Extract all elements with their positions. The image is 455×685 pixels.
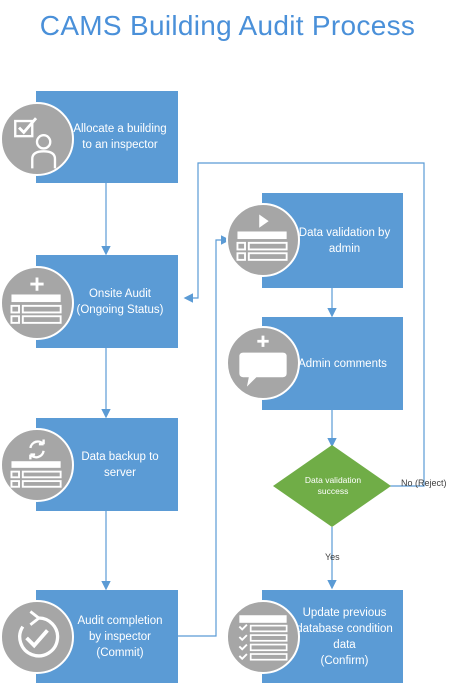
update-label: Update previous database condition data … [296, 606, 393, 667]
onsite-audit-label: Onsite Audit (Ongoing Status) [76, 287, 164, 316]
list-play-icon [226, 203, 300, 277]
speech-bubble-add-icon [226, 326, 300, 400]
list-sync-icon [0, 428, 74, 502]
reject-label: No (Reject) [401, 478, 447, 488]
list-add-icon [0, 266, 74, 340]
yes-label: Yes [325, 552, 340, 562]
decision-diamond [273, 445, 391, 527]
allocate-label: Allocate a building to an inspector [73, 123, 167, 151]
checkbox-user-icon [0, 102, 74, 176]
backup-label: Data backup to server [81, 450, 159, 479]
edge-decision-reject [183, 162, 425, 487]
completion-box: Audit completion by inspector (Commit) [36, 590, 178, 683]
circular-check-icon [0, 600, 74, 674]
edge-completion-to-validation [178, 235, 231, 637]
diagram-title: CAMS Building Audit Process [39, 10, 416, 41]
completion-label: Audit completion by inspector (Commit) [77, 614, 163, 659]
validation-admin-label: Data validation by admin [298, 226, 391, 255]
admin-comments-label: Admin comments [298, 357, 387, 370]
decision-label: Data validation success [304, 475, 362, 496]
checklist-table-icon [226, 600, 300, 674]
